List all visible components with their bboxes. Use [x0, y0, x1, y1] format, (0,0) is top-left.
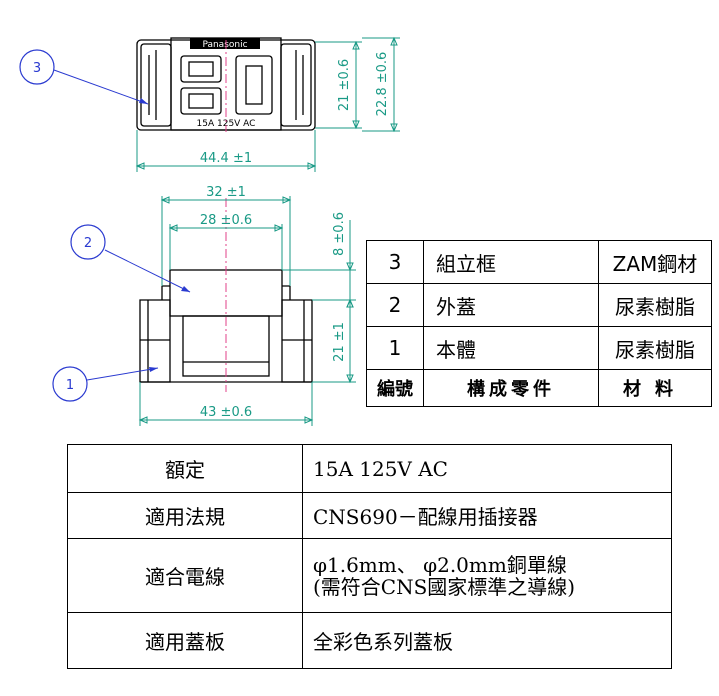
- brand-logo: Panasonic: [202, 40, 247, 50]
- ground-hole-frame: [235, 55, 273, 115]
- spec-value: 15A 125V AC: [302, 444, 672, 493]
- spec-table: 額定 15A 125V AC 適用法規 CNS690－配線用插接器 適合電線 φ…: [67, 444, 672, 669]
- outlet-slot-lower: [180, 87, 222, 115]
- dim-top-width: 44.4 ±1: [200, 151, 252, 166]
- dim-side-top-outer: 32 ±1: [206, 185, 246, 200]
- outlet-slot-lower-inner: [188, 93, 214, 109]
- dim-body-height: 21 ±1: [332, 322, 347, 362]
- part-name: 外蓋: [423, 283, 599, 327]
- side-view-cover: [169, 269, 283, 317]
- spec-value: CNS690－配線用插接器: [302, 492, 672, 539]
- part-material: 尿素樹脂: [598, 326, 712, 370]
- outlet-slot-upper: [180, 55, 222, 83]
- dim-side-top-inner: 28 ±0.6: [200, 213, 252, 228]
- spec-key: 適用法規: [67, 492, 303, 539]
- ground-hole: [245, 65, 263, 105]
- parts-header-row: 編號 構成零件 材料: [366, 369, 712, 407]
- spec-row: 適用法規 CNS690－配線用插接器: [67, 492, 672, 539]
- spec-key: 額定: [67, 444, 303, 493]
- callout-3: 3: [19, 49, 149, 105]
- rating-marking: 15A 125V AC: [197, 119, 256, 129]
- part-name: 本體: [423, 326, 599, 370]
- spec-value: 全彩色系列蓋板: [302, 612, 672, 669]
- parts-row: 3 組立框 ZAM鋼材: [366, 240, 712, 284]
- parts-row: 1 本體 尿素樹脂: [366, 326, 712, 370]
- dim-side-bottom-width: 43 ±0.6: [200, 405, 252, 420]
- part-number: 2: [366, 283, 424, 327]
- spec-key: 適合電線: [67, 538, 303, 613]
- parts-row: 2 外蓋 尿素樹脂: [366, 283, 712, 327]
- callout-2: 2: [70, 224, 191, 293]
- side-view: 32 ±1 28 ±0.6 8 ±0.6 21 ±1 43 ±0.6: [138, 40, 356, 426]
- technical-drawing: Panasonic 15A 125V AC 44.4 ±1 21 ±0.6 22…: [19, 36, 400, 426]
- header-material: 材料: [598, 369, 712, 407]
- part-number: 3: [366, 240, 424, 284]
- spec-value-line: (需符合CNS國家標準之導線): [313, 574, 576, 599]
- dim-cover-height: 8 ±0.6: [332, 212, 347, 256]
- svg-text:2: 2: [84, 236, 92, 251]
- spec-row: 額定 15A 125V AC: [67, 444, 672, 493]
- svg-text:3: 3: [33, 61, 41, 76]
- dim-top-height-outer: 22.8 ±0.6: [375, 52, 390, 117]
- outlet-slot-upper-inner: [188, 61, 214, 77]
- side-view-frame-left: [139, 299, 171, 383]
- part-material: ZAM鋼材: [598, 240, 712, 284]
- parts-table: 3 組立框 ZAM鋼材 2 外蓋 尿素樹脂 1 本體 尿素樹脂 編號 構成零件 …: [366, 240, 712, 407]
- svg-text:1: 1: [66, 378, 74, 393]
- spec-key: 適用蓋板: [67, 612, 303, 669]
- header-number: 編號: [366, 369, 424, 407]
- header-part-name: 構成零件: [423, 369, 599, 407]
- spec-value: φ1.6mm、 φ2.0mm銅單線 (需符合CNS國家標準之導線): [302, 538, 672, 613]
- part-name: 組立框: [423, 240, 599, 284]
- top-view: Panasonic 15A 125V AC 44.4 ±1 21 ±0.6 22…: [135, 36, 400, 172]
- callout-1: 1: [52, 366, 159, 402]
- spec-row: 適用蓋板 全彩色系列蓋板: [67, 612, 672, 669]
- spec-value-line: φ1.6mm、 φ2.0mm銅單線: [313, 552, 567, 577]
- dim-top-height-inner: 21 ±0.6: [337, 59, 352, 111]
- brand-plate: [190, 38, 260, 49]
- part-material: 尿素樹脂: [598, 283, 712, 327]
- side-view-frame-right: [281, 299, 313, 383]
- spec-row: 適合電線 φ1.6mm、 φ2.0mm銅單線 (需符合CNS國家標準之導線): [67, 538, 672, 613]
- part-number: 1: [366, 326, 424, 370]
